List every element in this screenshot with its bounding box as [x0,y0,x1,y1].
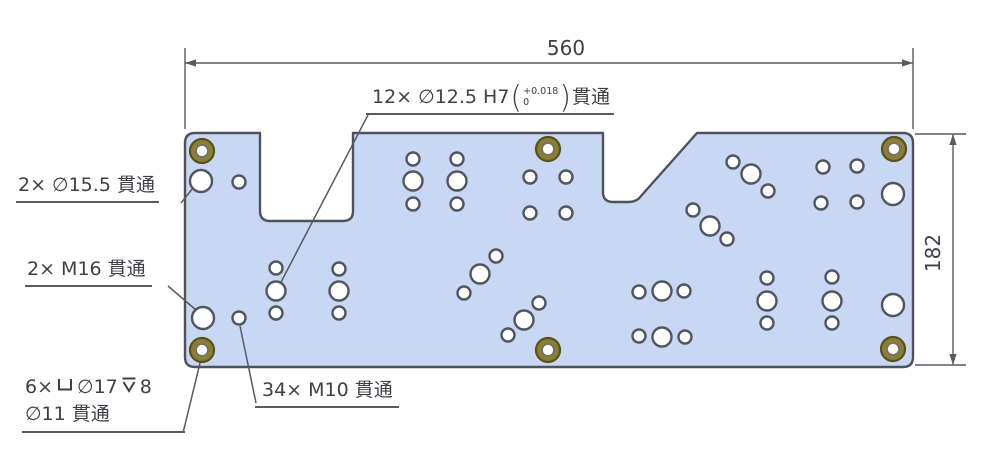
tolerance-upper: +0.018 [523,85,559,97]
dimension-arrow [949,354,957,365]
tapped-hole [231,310,247,326]
tapped-hole [268,260,284,276]
reamed-hole [402,170,424,192]
tapped-hole [488,248,504,264]
counterbore-hole-bore [887,142,901,156]
plate-body [183,131,915,369]
tapped-hole [719,231,735,247]
dimension-arrow [949,134,957,145]
cbore-depth-value: 8 [139,376,152,399]
reamed-holes-text: 12× ∅12.5 H7 [372,86,510,109]
tapped-hole [759,315,775,331]
tapped-hole [677,329,693,345]
tapped-hole [759,270,775,286]
tapped-hole [824,315,840,331]
annotation-m10-holes: 34× M10 貫通 [255,378,399,408]
reamed-hole [265,280,287,302]
counterbore-hole-bore [195,144,209,158]
dimension-arrow [902,59,913,67]
tapped-hole [631,284,647,300]
leader-line [182,358,202,434]
tapped-hole [824,269,840,285]
counterbore-icon [56,375,74,400]
large-hole [880,181,906,207]
cbore-diameter: ∅17 [77,376,118,399]
reamed-hole [513,309,535,331]
dimension-width-label: 560 [546,36,586,60]
annotation-m16-holes: 2× M16 貫通 [25,257,152,287]
tapped-hole [449,151,465,167]
leader-line [239,325,257,404]
reamed-hole [328,280,350,302]
tolerance-stack: +0.018 0 [523,85,559,109]
tapped-hole [500,327,516,343]
tolerance-paren-open: ( [510,79,523,116]
cbore-through-text: ∅11 貫通 [25,403,110,426]
tapped-hole [268,305,284,321]
tapped-hole [725,154,741,170]
reamed-hole [469,263,491,285]
tolerance-paren-close: ) [559,79,572,116]
large-hole [880,292,906,318]
tapped-hole [522,169,538,185]
annotation-reamed-holes: 12× ∅12.5 H7 ( +0.018 0 ) 貫通 [366,79,615,116]
reamed-hole [699,215,721,237]
annotation-counterbore-holes: 6× ∅17 8 ∅11 貫通 [22,374,185,433]
large-hole [188,168,214,194]
tapped-hole [449,196,465,212]
tolerance-lower: 0 [523,96,530,108]
leader-line [180,187,194,204]
counterbore-hole-bore [195,343,209,357]
tapped-hole [331,261,347,277]
tapped-hole [676,283,692,299]
large-hole [190,305,216,331]
tapped-hole [849,194,865,210]
tapped-hole [231,174,247,190]
tapped-hole [331,305,347,321]
counterbore-hole-bore [541,343,555,357]
counterbore-hole-bore [886,342,900,356]
dimension-height-label: 182 [921,233,945,273]
reamed-hole [821,290,843,312]
tapped-hole [531,295,547,311]
leader-line [278,114,369,287]
tapped-hole [760,183,776,199]
leader-line [167,285,197,311]
reamed-holes-through-text: 貫通 [572,86,611,109]
tapped-hole [685,202,701,218]
reamed-hole [651,326,673,348]
tapped-hole [558,169,574,185]
counterbore-hole-bore [541,142,555,156]
tapped-hole [405,196,421,212]
dimension-arrow [185,59,196,67]
tapped-hole [558,205,574,221]
depth-icon [121,375,137,400]
tapped-hole [631,328,647,344]
tapped-hole [815,159,831,175]
reamed-hole [740,163,762,185]
reamed-hole [651,280,673,302]
tapped-hole [456,285,472,301]
tapped-hole [849,158,865,174]
reamed-hole [756,290,778,312]
tapped-hole [522,205,538,221]
reamed-hole [446,170,468,192]
tapped-hole [405,151,421,167]
cbore-count: 6× [25,376,54,399]
annotation-large-holes: 2× ∅15.5 貫通 [16,173,159,203]
tapped-hole [813,195,829,211]
